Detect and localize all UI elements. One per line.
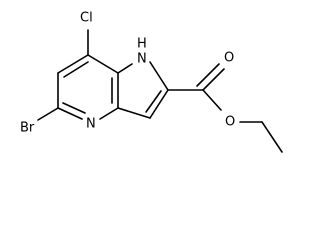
ester-oxygen-label: O — [225, 115, 235, 130]
bond-lines — [37, 29, 283, 153]
bromine-label: Br — [20, 121, 35, 136]
bond — [57, 54, 89, 74]
pyridine-nitrogen-label: N — [86, 117, 96, 132]
bond — [57, 107, 83, 120]
bond — [202, 68, 225, 91]
bond — [117, 63, 133, 74]
bond — [37, 107, 59, 121]
bond — [196, 63, 220, 87]
chemical-structure: Cl H N Br N O O — [20, 11, 283, 153]
atom-labels: Cl H N Br N O O — [20, 11, 235, 136]
bond — [62, 102, 86, 114]
bond — [87, 54, 119, 74]
bond — [261, 121, 283, 153]
bond — [149, 89, 169, 119]
nh-hydrogen-label: H — [137, 37, 147, 52]
bond — [202, 89, 222, 111]
bond — [149, 61, 169, 91]
bond — [99, 107, 119, 120]
pyrrole-nitrogen-label: N — [137, 52, 147, 67]
chlorine-label: Cl — [80, 11, 93, 26]
bond — [117, 107, 151, 119]
bond — [145, 90, 162, 113]
carbonyl-oxygen-label: O — [224, 51, 234, 66]
bond — [63, 61, 89, 78]
